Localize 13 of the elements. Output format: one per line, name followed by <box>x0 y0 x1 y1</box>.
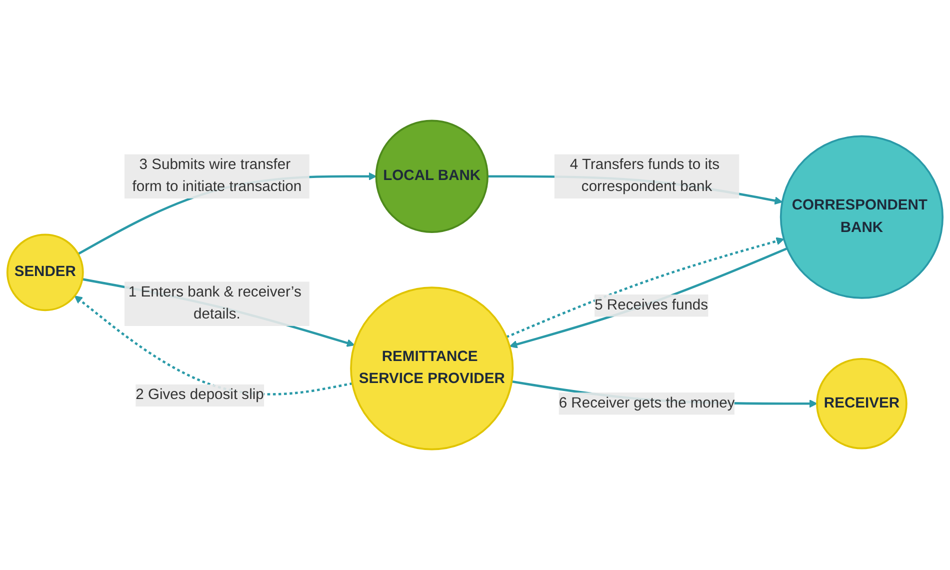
node-circle: CORRESPONDENT BANK <box>780 135 944 299</box>
edge-label: 6 Receiver gets the money <box>558 395 735 412</box>
node-circle: LOCAL BANK <box>375 120 488 233</box>
arrow <box>509 247 788 348</box>
arrow <box>506 237 784 338</box>
edge-label: 4 Transfers funds to its correspondent bank <box>570 156 720 195</box>
edge-label: 3 Submits wire transfer form to initiate transaction <box>132 156 302 195</box>
edge-label: 2 Gives deposit slip <box>136 387 264 403</box>
node-circle: SENDER <box>6 234 84 312</box>
edge-label: 1 Enters bank & receiver’s details. <box>128 284 302 322</box>
edge-label: 5 Receives funds <box>594 297 708 314</box>
node-circle: REMITTANCE SERVICE PROVIDER <box>350 286 514 450</box>
node-circle: RECEIVER <box>816 358 908 450</box>
